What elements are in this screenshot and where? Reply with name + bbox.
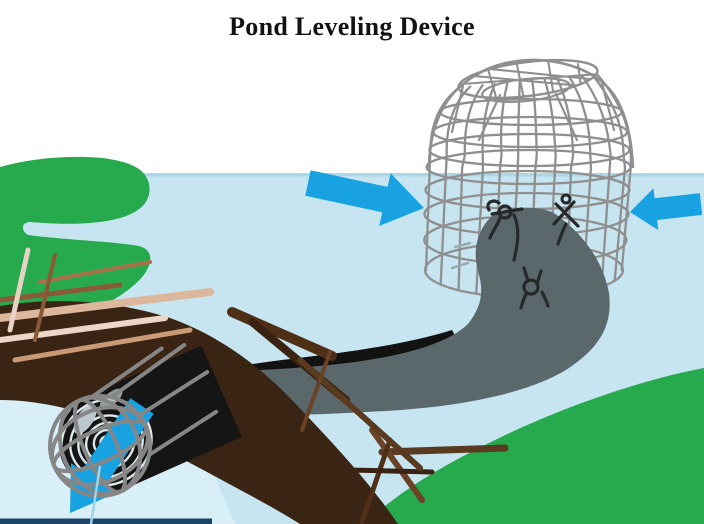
wire-tie <box>535 269 543 286</box>
stick <box>453 241 472 249</box>
stick <box>477 93 502 142</box>
stick <box>33 253 57 342</box>
stick <box>0 282 123 303</box>
wire-tie <box>488 216 502 240</box>
cage-rib <box>590 72 627 281</box>
stick <box>450 261 470 270</box>
shore-left <box>0 156 151 346</box>
wire-tie <box>522 266 530 283</box>
water-trickle <box>89 465 102 524</box>
wire-tie <box>560 193 572 205</box>
stick <box>450 84 465 134</box>
inflow-arrows <box>305 170 703 230</box>
cage-rib <box>475 82 497 293</box>
stick <box>369 427 425 503</box>
stick <box>460 72 600 86</box>
outlet-pipe-body <box>91 345 242 486</box>
pipe-body <box>184 207 610 416</box>
stick <box>0 288 214 322</box>
stick <box>7 247 31 333</box>
stick <box>347 467 435 475</box>
intake-cage <box>423 58 635 299</box>
wire-ties <box>486 193 580 310</box>
cage-rib <box>457 83 485 290</box>
stick <box>600 81 616 132</box>
beaver-dam <box>0 247 509 524</box>
cage-rib <box>493 81 509 295</box>
stick <box>0 315 168 343</box>
shore-right <box>367 368 704 524</box>
stick <box>300 350 332 432</box>
stick <box>227 307 337 361</box>
bottom-shadow-strip <box>0 518 212 524</box>
cage-rib <box>543 77 557 296</box>
cage-rib <box>595 72 633 272</box>
cage-dome-outline <box>427 58 635 171</box>
cage-rib <box>528 79 538 297</box>
stick <box>38 260 152 284</box>
wire-tie <box>540 290 550 308</box>
wire-tie <box>554 202 580 228</box>
wire-tie <box>552 200 576 226</box>
wire-tie <box>512 213 520 262</box>
page-title: Pond Leveling Device <box>229 12 475 41</box>
wire-tie <box>519 292 528 310</box>
stick <box>12 327 193 363</box>
inflow-arrow-left <box>305 170 424 226</box>
pipe-shadow <box>70 330 462 436</box>
pipe-shadow-layer <box>70 330 462 436</box>
wire-tie <box>556 222 568 246</box>
cage-top-cap <box>457 58 599 100</box>
stick <box>359 437 393 524</box>
shores <box>0 156 704 524</box>
cage-rib <box>509 80 521 296</box>
cage-rib <box>424 86 461 272</box>
cage-rib <box>580 73 612 287</box>
inflow-arrow-right <box>630 188 703 230</box>
water-surface-line <box>0 173 704 177</box>
wire-tie <box>522 278 540 296</box>
leveling-pipe <box>184 207 610 416</box>
stick <box>554 92 579 142</box>
outlet-cage <box>48 343 219 498</box>
wire-tie <box>486 199 501 212</box>
wire-tie <box>490 207 524 216</box>
